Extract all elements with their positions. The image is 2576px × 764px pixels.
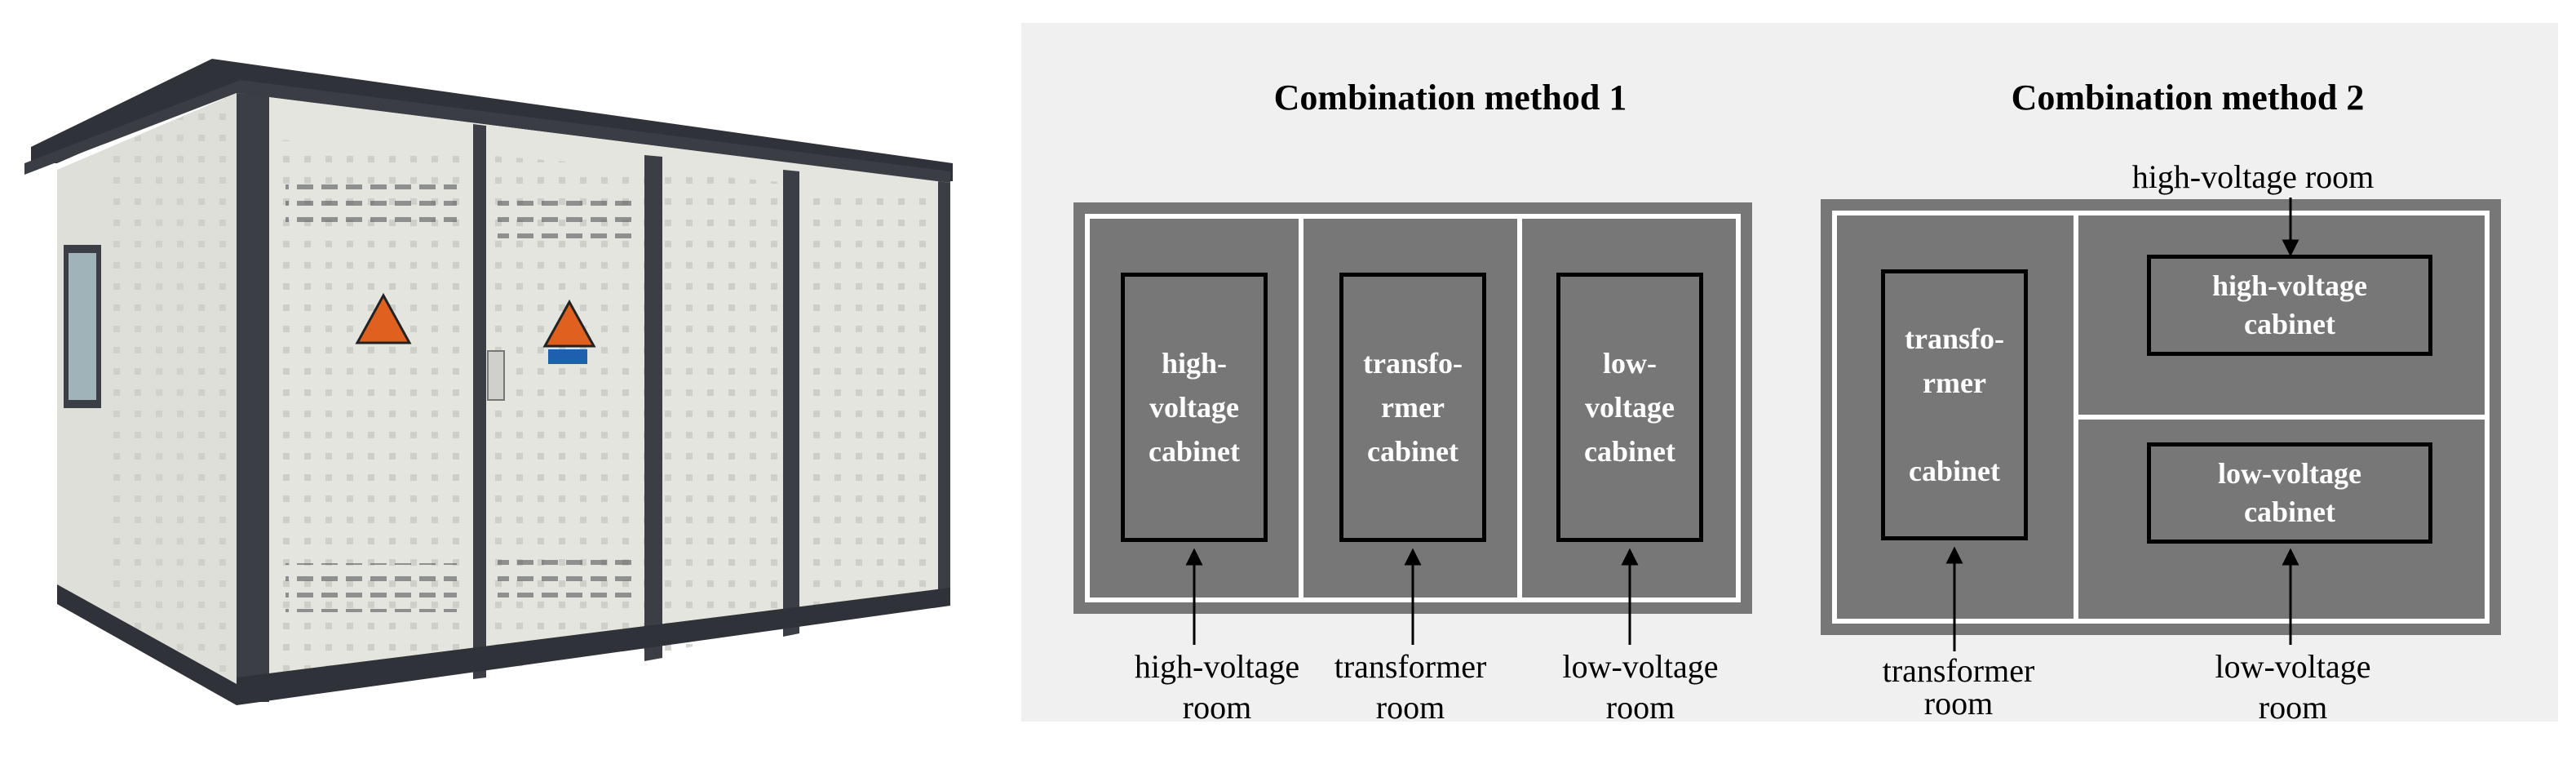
m2-transformer-room-label: transformer room [1882,652,2035,722]
method1-title: Combination method 1 [1273,78,1627,118]
diagram-panel: Combination method 1 high- voltage cabin… [1021,23,2558,726]
m1-high-voltage-room-label: high-voltage room [1134,648,1300,726]
m2-low-voltage-cabinet: low-voltage cabinet [2147,442,2432,544]
warning-sign-icon-2 [542,299,596,348]
method2-title: Combination method 2 [2011,78,2365,118]
m2-low-voltage-room-label: low-voltage room [2215,648,2371,726]
m1-high-voltage-cabinet: high- voltage cabinet [1121,273,1268,542]
m2-high-voltage-cabinet: high-voltage cabinet [2147,255,2432,356]
m1-low-voltage-cabinet: low- voltage cabinet [1556,273,1703,542]
m1-transformer-room-label: transformer room [1334,648,1487,726]
warning-sign-icon [355,292,412,344]
m1-low-voltage-room-label: low-voltage room [1562,648,1719,726]
m2-high-voltage-room-label: high-voltage room [2131,158,2375,195]
substation-photo [0,0,979,760]
m2-transformer-cabinet: transfo- rmer cabinet [1881,269,2028,540]
m1-transformer-cabinet: transfo- rmer cabinet [1339,273,1486,542]
